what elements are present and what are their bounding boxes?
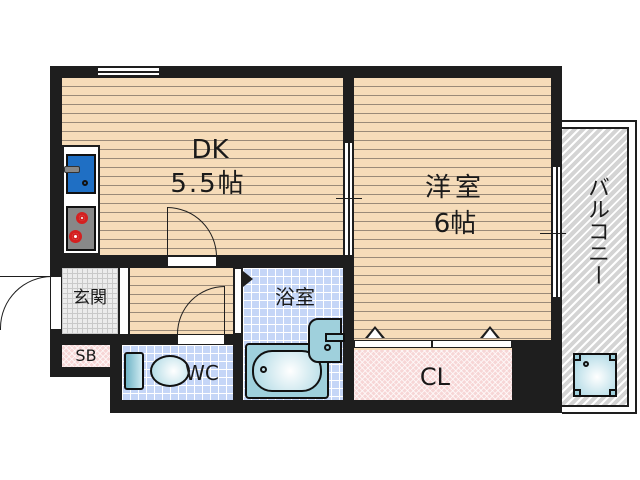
wall-entrance-bottom [50,334,233,345]
toilet-tank-icon [124,352,144,390]
ac-corner-tl [573,353,581,361]
closet-handle-right-inner [483,329,497,338]
western-room-label: 洋室 [424,173,485,203]
washbasin-drain-icon [324,344,331,351]
ac-dot-icon [583,361,589,367]
toilet-label: WC [185,361,219,385]
western-room-floor [354,78,551,350]
bath-doorway[interactable] [234,268,242,334]
ac-corner-br [609,389,617,397]
bathroom-label: 浴室 [275,285,315,309]
dk-door-handle [336,198,362,199]
bathtub-drain-icon [260,366,267,373]
closet-handle-left-inner [368,329,382,338]
balcony-railing [562,120,637,414]
wall-sb-bottom [50,367,122,377]
dk-corridor-doorway[interactable] [167,256,217,267]
closet-floor [354,350,512,400]
wall-entrance-right [118,268,130,334]
sink-icon [66,154,96,194]
dk-label: DK [191,135,229,165]
faucet-icon [64,166,80,173]
burner-icon-top [76,212,88,224]
ac-corner-bl [573,389,581,397]
closet-door-left[interactable] [354,340,432,348]
toilet-bowl-icon [150,355,190,387]
wall-bath-left [233,268,243,413]
wc-doorway[interactable] [177,334,225,345]
burner-icon-bottom [69,230,82,243]
closet-label: CL [419,363,451,391]
dk-top-window [97,67,160,76]
ac-corner-tr [609,353,617,361]
entrance-door-swing-line [0,276,52,277]
bath-door-arrow [243,271,253,287]
wall-bottom [110,400,562,413]
balcony-label: バルコニー [584,176,609,286]
closet-door-right[interactable] [432,340,512,348]
dk-size-label: 5.5帖 [170,169,246,199]
entrance-floor [62,268,118,334]
wall-wc-left [110,334,122,413]
stove-icon [66,206,96,251]
balcony-sliding-door[interactable] [552,166,561,298]
wall-left [50,66,62,276]
wall-closet-right [512,340,551,413]
drain-icon [82,180,88,186]
washbasin-faucet-icon [325,333,345,342]
wall-top [50,66,562,78]
western-room-size-label: 6帖 [433,209,477,239]
dk-sliding-door[interactable] [344,142,353,256]
entrance-label: 玄関 [73,288,107,308]
entrance-door-swing [0,276,52,330]
dk-floor [62,78,343,255]
balcony-door-handle [540,233,566,234]
shoe-box [62,345,110,367]
shoe-box-label: SB [75,346,97,365]
